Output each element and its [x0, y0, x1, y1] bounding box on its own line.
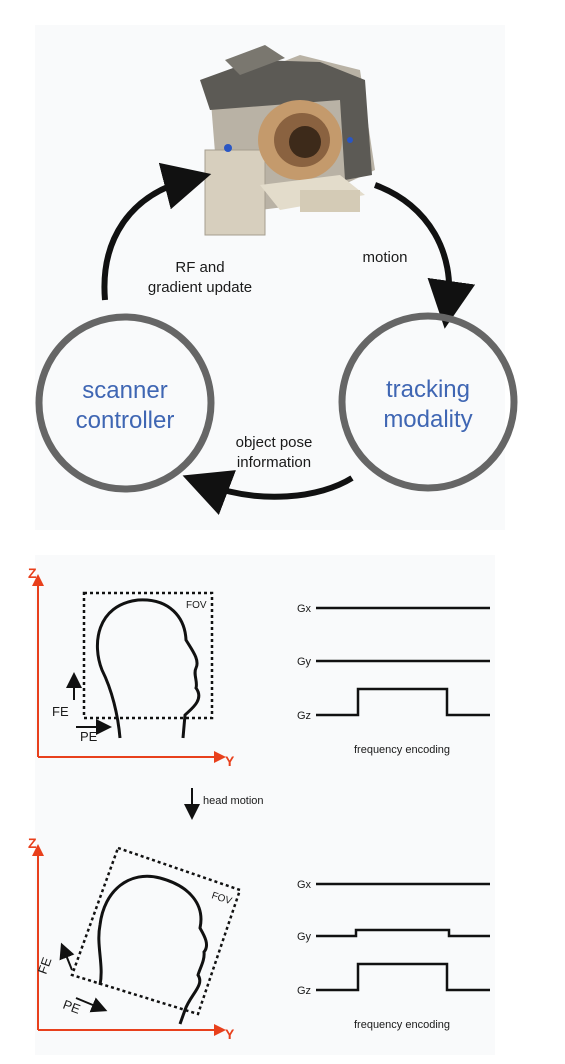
caption-1: frequency encoding — [354, 744, 450, 756]
gradients-lower: Gx Gy Gz frequency encoding — [297, 879, 490, 1031]
pose-label-2: information — [237, 454, 311, 471]
fov-label-2: FOV — [210, 890, 233, 907]
controller-label: controller — [76, 407, 175, 434]
motion-label: motion — [362, 249, 407, 266]
fe-label-2: FE — [35, 955, 55, 976]
frame-upper: Z Y FOV FE PE — [28, 565, 235, 769]
head-motion-label: head motion — [203, 795, 264, 807]
head-outline-2 — [97, 874, 208, 1025]
arrow-rf-update — [101, 162, 212, 301]
y-axis-label-1: Y — [225, 753, 235, 769]
fov-box-1 — [82, 591, 214, 720]
scanner-controller-circle — [35, 313, 215, 493]
fov-box-2 — [70, 846, 242, 1016]
mri-scanner-illustration — [200, 45, 375, 236]
modality-label: modality — [383, 406, 472, 433]
gx-label-1: Gx — [297, 603, 312, 615]
encoding-panel — [35, 555, 495, 1055]
gz-label-1: Gz — [297, 710, 311, 722]
rf-update-label-2: gradient update — [148, 279, 252, 296]
pe-label-2: PE — [61, 997, 83, 1017]
tracking-modality-circle — [338, 312, 518, 492]
head-outline-1 — [95, 598, 201, 739]
tracking-label: tracking — [386, 376, 470, 403]
pe-label-1: PE — [80, 729, 98, 744]
y-axis-label-2: Y — [225, 1026, 235, 1042]
z-axis-label-1: Z — [28, 565, 37, 581]
arrow-pose — [182, 470, 354, 515]
caption-2: frequency encoding — [354, 1019, 450, 1031]
arrow-motion — [373, 182, 476, 329]
z-axis-label-2: Z — [28, 835, 37, 851]
gx-label-2: Gx — [297, 879, 312, 891]
gy-label-1: Gy — [297, 656, 312, 668]
rf-update-label-1: RF and — [175, 259, 224, 276]
pose-label-1: object pose — [236, 434, 313, 451]
scanner-label: scanner — [82, 377, 167, 404]
fe-label-1: FE — [52, 704, 69, 719]
frame-lower: Z Y FOV FE PE — [28, 835, 242, 1042]
gz-label-2: Gz — [297, 985, 311, 997]
gradients-upper: Gx Gy Gz frequency encoding — [297, 603, 490, 756]
fov-label-1: FOV — [186, 600, 207, 611]
gy-label-2: Gy — [297, 931, 312, 943]
